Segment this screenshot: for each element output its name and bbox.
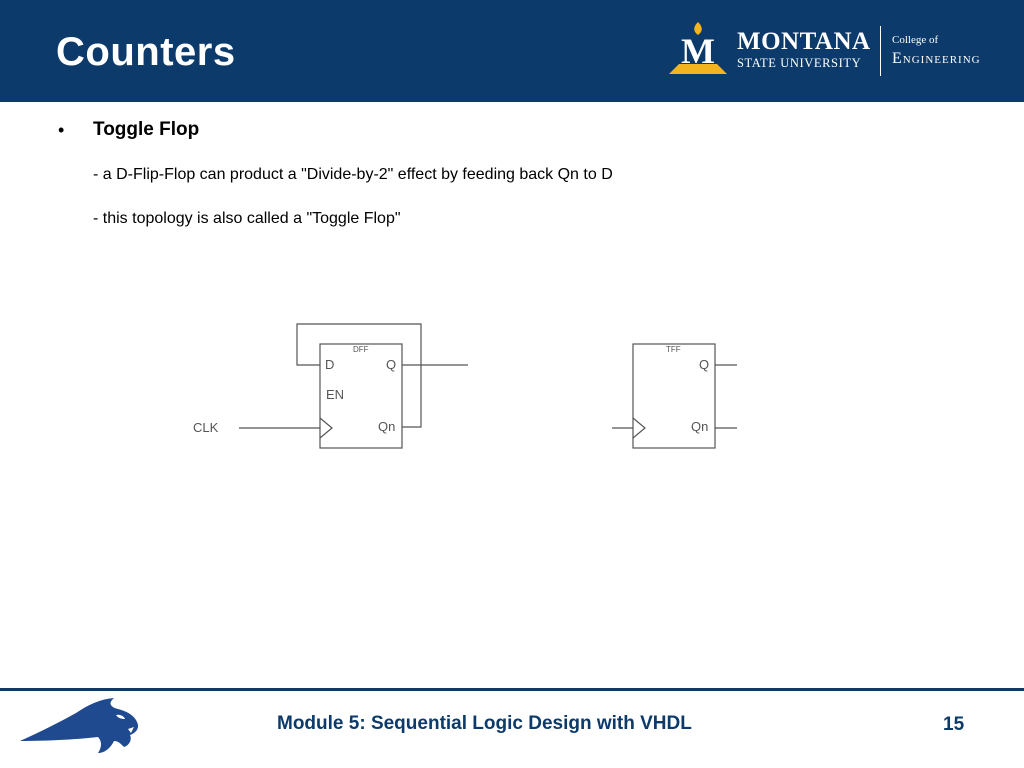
bullet-subline-2: - this topology is also called a "Toggle…	[93, 210, 401, 227]
dff-qn-pin-label: Qn	[378, 419, 395, 434]
header-bar: Counters M MONTANA STATE UNIVERSITY Coll…	[0, 0, 1024, 102]
university-name-line1: MONTANA	[737, 28, 871, 55]
msu-monogram-letter: M	[681, 31, 715, 71]
tff-q-pin-label: Q	[699, 357, 709, 372]
bullet-marker: •	[58, 120, 65, 140]
page-number: 15	[943, 714, 965, 735]
footer-module-title: Module 5: Sequential Logic Design with V…	[277, 713, 692, 734]
university-name-line2: STATE UNIVERSITY	[737, 56, 862, 70]
dff-name-label: DFF	[353, 345, 369, 354]
dff-clock-triangle-icon	[319, 417, 333, 439]
bobcat-logo-icon	[20, 698, 139, 753]
msu-engineering-logo: M MONTANA STATE UNIVERSITY College of En…	[665, 20, 1015, 80]
footer-divider	[0, 688, 1024, 691]
tff-box	[632, 343, 716, 449]
tff-qn-pin-label: Qn	[691, 419, 708, 434]
dff-d-pin-label: D	[325, 357, 334, 372]
tff-block	[612, 343, 737, 449]
msu-monogram-icon: M	[669, 22, 727, 74]
tff-clock-triangle-icon	[632, 417, 646, 439]
dff-feedback-wire	[296, 323, 422, 428]
tff-name-label: TFF	[666, 345, 681, 354]
dff-en-pin-label: EN	[326, 387, 344, 402]
logo-divider	[880, 26, 881, 76]
slide-title: Counters	[56, 30, 236, 74]
college-of-label: College of	[892, 34, 939, 46]
bullet-subline-1: - a D-Flip-Flop can product a "Divide-by…	[93, 166, 613, 183]
bullet-heading: Toggle Flop	[93, 119, 200, 140]
dff-clk-label: CLK	[193, 420, 219, 435]
dff-block	[239, 323, 468, 449]
college-name: Engineering	[892, 50, 981, 67]
flip-flop-diagram: DFF D EN Q Qn CLK TFF Q Qn	[193, 323, 737, 449]
dff-box	[319, 343, 403, 449]
dff-q-pin-label: Q	[386, 357, 396, 372]
